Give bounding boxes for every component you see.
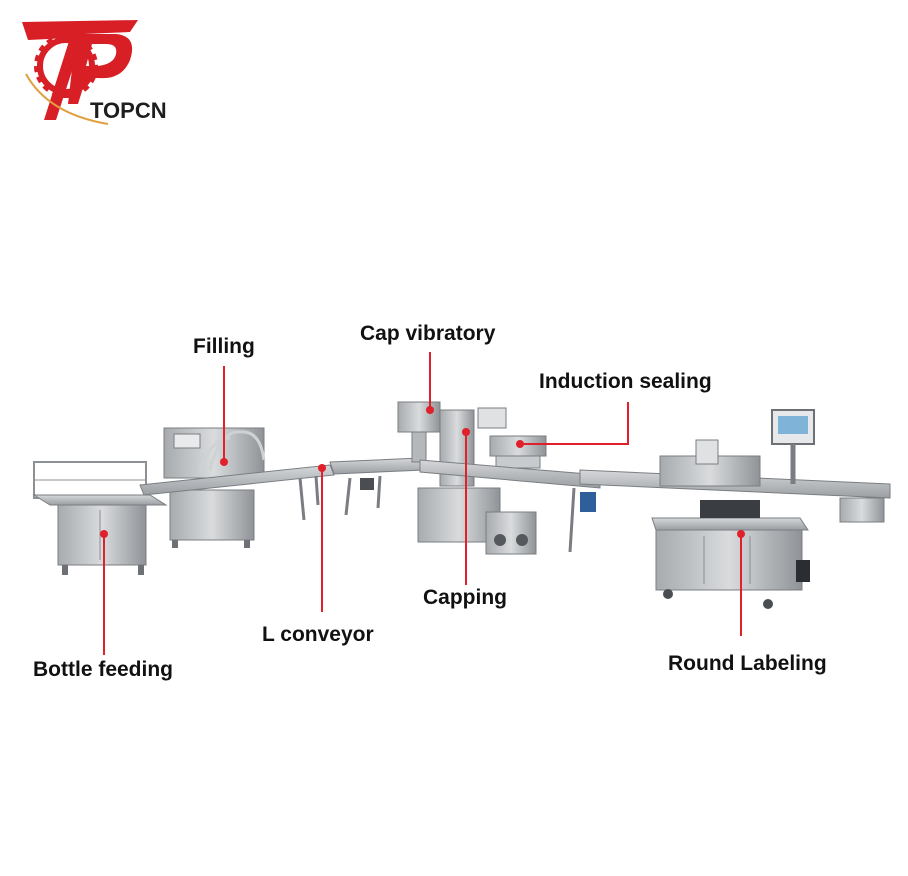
logo-text: TOPCN [90, 98, 167, 123]
label-capping: Capping [423, 586, 507, 609]
label-filling: Filling [193, 335, 255, 358]
topcn-logo: TOPCN [18, 14, 178, 129]
label-round-labeling: Round Labeling [668, 652, 827, 675]
conveyor-left [139, 464, 335, 521]
capping-machine [397, 401, 537, 555]
filling-leader [220, 366, 228, 466]
leader-lines [100, 352, 745, 655]
bottle-feeding-leader [100, 530, 108, 655]
filling-machine [163, 427, 266, 548]
round-labeling-leader [737, 530, 745, 636]
capping-leader [462, 428, 470, 585]
round-labeling-machine [651, 409, 815, 609]
label-bottle-feeding: Bottle feeding [33, 658, 173, 681]
cap-vibratory-leader [426, 352, 434, 414]
induction-sealing-leader [516, 402, 629, 448]
bottle-feeding-machine [32, 461, 168, 575]
label-induction-sealing: Induction sealing [539, 370, 712, 393]
l-conveyor-machine [329, 457, 425, 516]
topcn-logo-mark [22, 20, 138, 125]
l-conveyor-leader [318, 464, 326, 612]
label-l-conveyor: L conveyor [262, 623, 374, 646]
label-cap-vibratory: Cap vibratory [360, 322, 496, 345]
logo-p-shape [68, 34, 133, 104]
logo-swoosh [25, 73, 109, 125]
